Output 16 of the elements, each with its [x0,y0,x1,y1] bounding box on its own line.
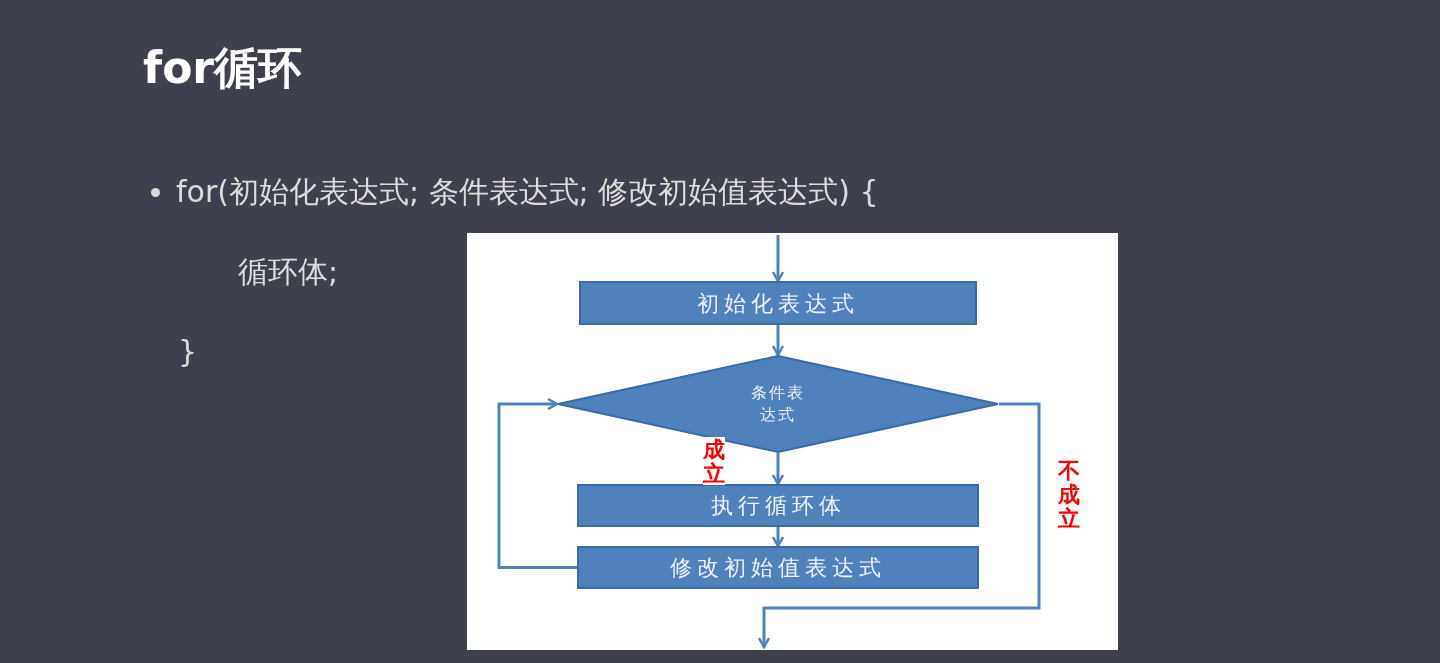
process-box: 执行循环体 [577,484,979,527]
arrow [757,402,1041,649]
code-line: for(初始化表达式; 条件表达式; 修改初始值表达式) { [176,173,879,211]
arrow [771,235,785,283]
process-box: 初始化表达式 [579,281,977,325]
arrow [771,453,785,486]
arrow [771,325,785,357]
slide-title: for循环 [143,41,303,95]
edge-label: 成立 [703,437,725,486]
condition-text: 条件表达式 [750,382,806,426]
code-line: } [178,333,198,371]
edge-label: 不成立 [1058,458,1080,531]
arrow [497,397,577,569]
process-box: 修改初始值表达式 [577,546,979,589]
arrow [771,527,785,548]
code-line: 循环体; [238,253,339,291]
